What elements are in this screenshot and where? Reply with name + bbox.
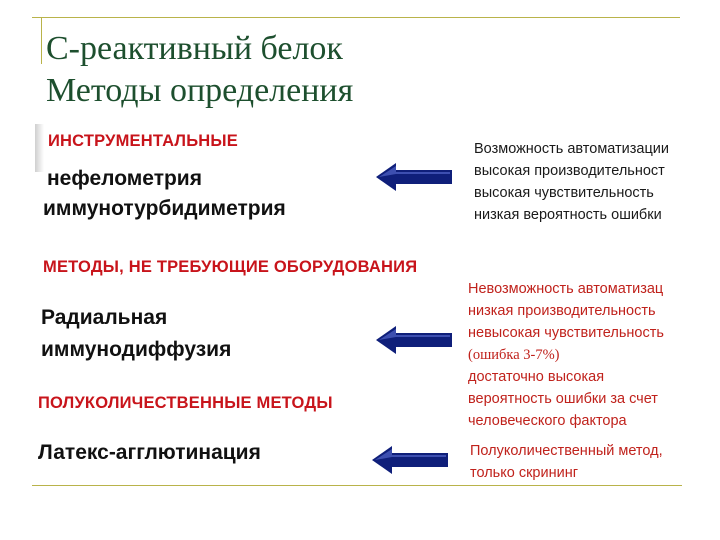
semiquantitative-notes: Полуколичественный метод, только скринин…	[470, 440, 663, 484]
note-line: человеческого фактора	[468, 413, 627, 429]
bottom-rule	[32, 485, 682, 486]
no-equipment-notes: Невозможность автоматизац низкая произво…	[468, 278, 664, 432]
note-line: Невозможность автоматизац	[468, 281, 664, 297]
title-accent-rule	[41, 17, 42, 64]
method-nephelometry: нефелометрия	[47, 167, 202, 190]
instrumental-notes: Возможность автоматизации высокая произв…	[474, 138, 669, 226]
note-line: низкая производительность	[468, 303, 656, 319]
page-title: С-реактивный белок Методы определения	[46, 28, 353, 112]
left-arrow-icon	[376, 163, 452, 191]
section-heading-no-equipment: МЕТОДЫ, НЕ ТРЕБУЮЩИЕ ОБОРУДОВАНИЯ	[43, 258, 418, 276]
method-radial-line-1: Радиальная	[41, 306, 168, 329]
left-arrow-icon	[372, 446, 448, 474]
heading-shadow	[35, 124, 44, 172]
title-line-1: С-реактивный белок	[46, 30, 343, 67]
note-line: только скрининг	[470, 465, 578, 481]
section-heading-semiquantitative: ПОЛУКОЛИЧЕСТВЕННЫЕ МЕТОДЫ	[38, 394, 333, 412]
left-arrow-icon	[376, 326, 452, 354]
note-line: невысокая чувствительность	[468, 325, 664, 341]
method-radial-line-2: иммунодиффузия	[41, 338, 232, 361]
title-line-2: Методы определения	[46, 72, 354, 109]
section-heading-instrumental: ИНСТРУМЕНТАЛЬНЫЕ	[48, 132, 238, 150]
note-line: высокая чувствительность	[474, 185, 654, 201]
method-latex-agglutination: Латекс-агглютинация	[38, 441, 261, 464]
note-line: Возможность автоматизации	[474, 141, 669, 157]
note-line: (ошибка 3-7%)	[468, 347, 560, 363]
top-rule	[32, 17, 680, 18]
note-line: высокая производительност	[474, 163, 665, 179]
note-line: низкая вероятность ошибки	[474, 207, 662, 223]
note-line: достаточно высокая	[468, 369, 605, 385]
note-line: вероятность ошибки за счет	[468, 391, 658, 407]
note-line: Полуколичественный метод,	[470, 443, 663, 459]
method-immunoturbidimetry: иммунотурбидиметрия	[43, 197, 286, 220]
